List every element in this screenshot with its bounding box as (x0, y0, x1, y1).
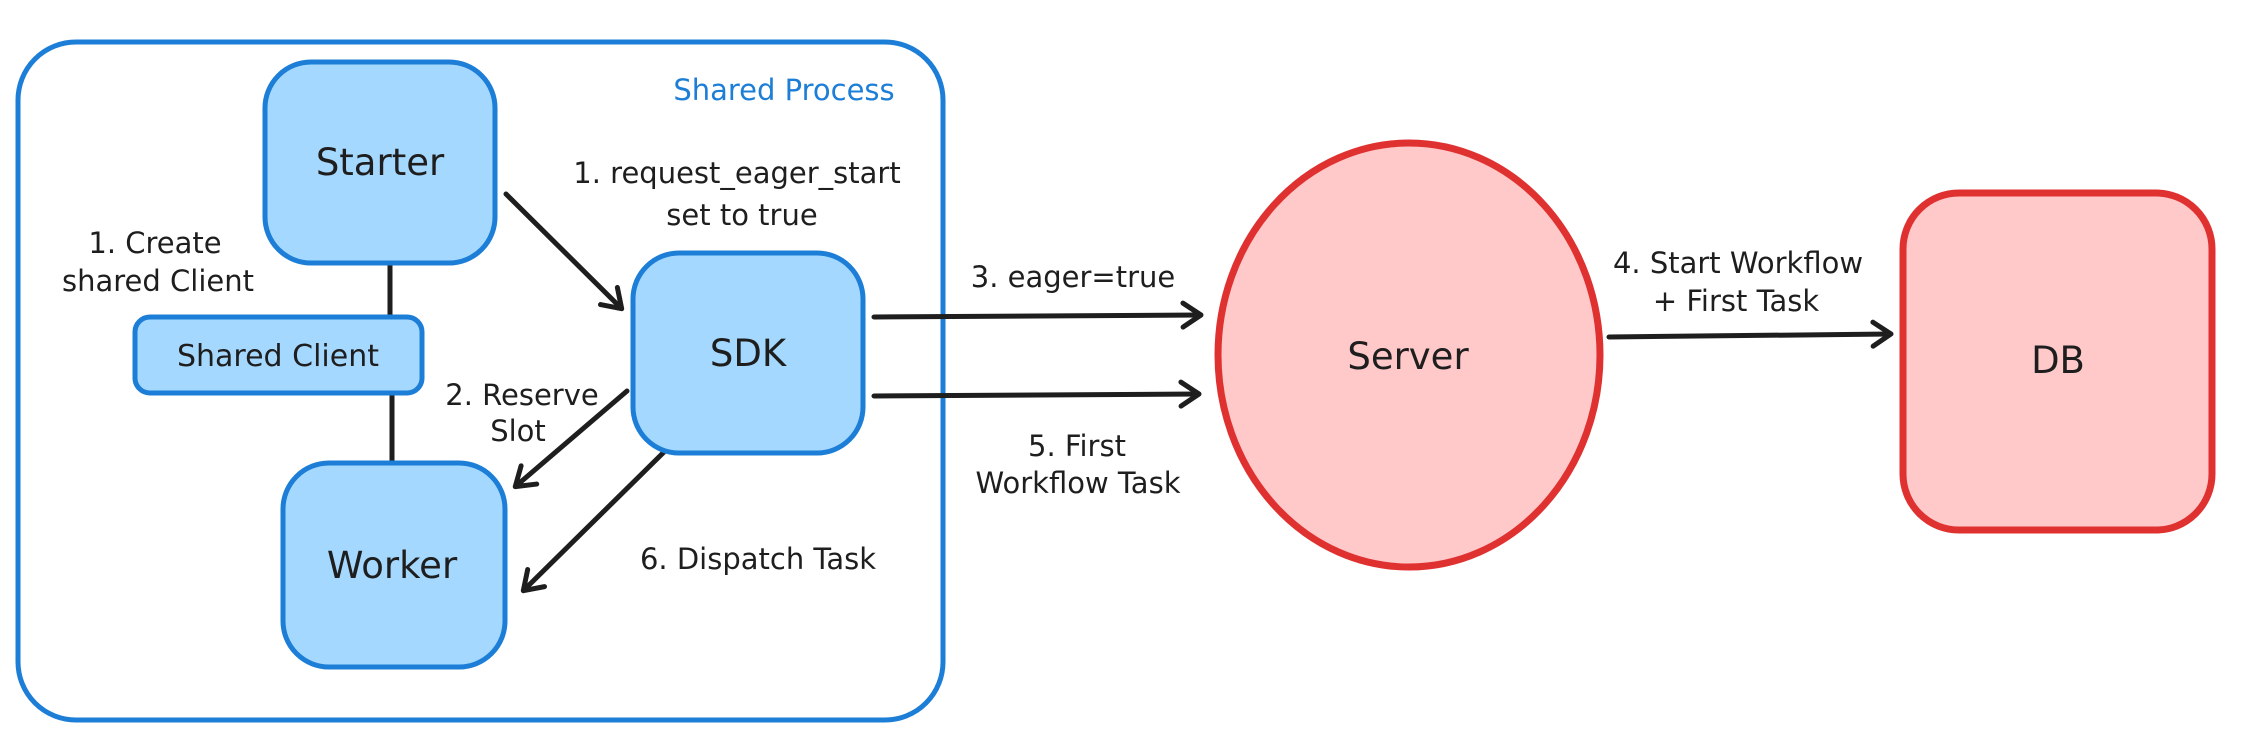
starter-label: Starter (316, 141, 445, 184)
annotation-request-eager-start-line1: 1. request_eager_start (573, 156, 900, 190)
annotation-request-eager-start: 1. request_eager_start set to true (573, 156, 900, 232)
annotation-first-workflow-task: 5. First Workflow Task (976, 429, 1181, 500)
sdk-label: SDK (710, 332, 788, 375)
shared-client-box (132, 314, 425, 396)
annotation-reserve-slot-line1: 2. Reserve (445, 378, 598, 412)
db-node: DB (1899, 189, 2216, 534)
annotation-start-workflow: 4. Start Workflow + First Task (1613, 246, 1863, 318)
db-box (1899, 189, 2216, 534)
annotation-start-workflow-line2: + First Task (1653, 284, 1820, 318)
sdk-box (630, 250, 866, 456)
annotation-dispatch-task: 6. Dispatch Task (640, 542, 876, 576)
sdk-node: SDK (630, 250, 866, 456)
arrow-sdk-to-worker-dispatch (520, 449, 667, 594)
annotation-reserve-slot-line2: Slot (490, 414, 546, 448)
annotation-create-shared-client: 1. Create shared Client (62, 226, 254, 298)
server-circle (1214, 139, 1604, 571)
server-node: Server (1214, 139, 1604, 571)
worker-node: Worker (280, 460, 508, 670)
starter-box (262, 59, 498, 266)
db-label: DB (2031, 339, 2085, 382)
shared-client-label: Shared Client (177, 339, 379, 374)
annotation-first-workflow-task-line1: 5. First (1028, 429, 1126, 463)
annotation-eager-true: 3. eager=true (971, 260, 1176, 294)
arrow-server-to-db (1606, 319, 1894, 349)
worker-label: Worker (327, 544, 458, 587)
annotation-create-shared-client-line1: 1. Create (88, 226, 221, 260)
arrow-starter-to-sdk (503, 191, 625, 312)
server-label: Server (1347, 335, 1469, 378)
shared-client-node: Shared Client (132, 314, 425, 396)
annotation-start-workflow-line1: 4. Start Workflow (1613, 246, 1863, 280)
annotation-request-eager-start-line2: set to true (666, 198, 817, 232)
arrow-sdk-to-worker-reserve (512, 388, 630, 490)
shared-process-frame (15, 39, 946, 723)
annotation-create-shared-client-line2: shared Client (62, 264, 254, 298)
arrow-sdk-to-server-first-task (871, 379, 1202, 409)
annotation-first-workflow-task-line2: Workflow Task (976, 466, 1181, 500)
worker-box (280, 460, 508, 670)
arrow-sdk-to-server-eager (871, 300, 1204, 330)
starter-node: Starter (262, 59, 498, 266)
shared-process-label: Shared Process (673, 73, 894, 107)
annotation-reserve-slot: 2. Reserve Slot (445, 378, 598, 448)
